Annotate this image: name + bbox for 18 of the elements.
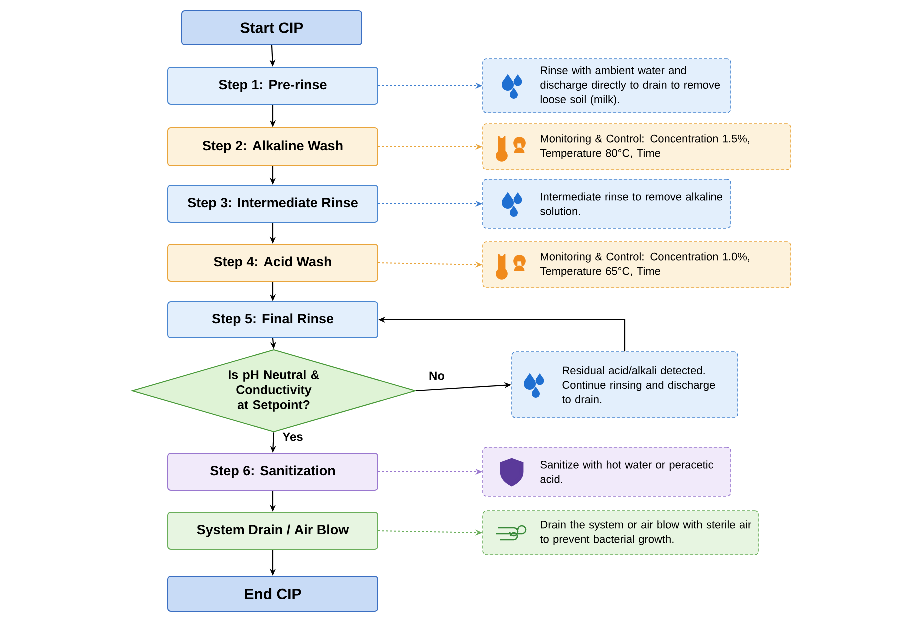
note-box: Drain the system or air blow with sterile air to prevent bacterial growth. xyxy=(482,510,760,556)
note-box: Residual acid/alkali detected. Continue rinsing and discharge to drain. xyxy=(512,352,738,418)
terminal-box: Start CIP xyxy=(182,10,362,46)
terminal-box: End CIP xyxy=(168,576,378,612)
note-box: Sanitize with hot water or peracetic acid. xyxy=(482,447,732,497)
process-box: Step 6: Sanitization xyxy=(168,453,378,491)
process-box: Step 1: Pre-rinse xyxy=(168,67,378,105)
edge-label: No xyxy=(428,370,446,382)
edge-label: Yes xyxy=(282,432,304,442)
note-box: Rinse with ambient water and discharge directly to drain to remove loose soil (milk). xyxy=(482,58,732,114)
process-box: Step 4: Acid Wash xyxy=(168,244,378,282)
process-box: System Drain / Air Blow xyxy=(168,512,378,550)
process-box: Step 3: Intermediate Rinse xyxy=(168,185,378,223)
process-box: Step 2: Alkaline Wash xyxy=(168,128,378,166)
note-box: Intermediate rinse to remove alkaline solution. xyxy=(482,179,732,229)
process-box: Step 5: Final Rinse xyxy=(168,302,378,338)
note-box: Monitoring & Control: Concentration 1.5%, Temperature 80°C, Time xyxy=(482,124,792,170)
note-box: Monitoring & Control: Concentration 1.0%, Temperature 65°C, Time xyxy=(482,242,792,288)
